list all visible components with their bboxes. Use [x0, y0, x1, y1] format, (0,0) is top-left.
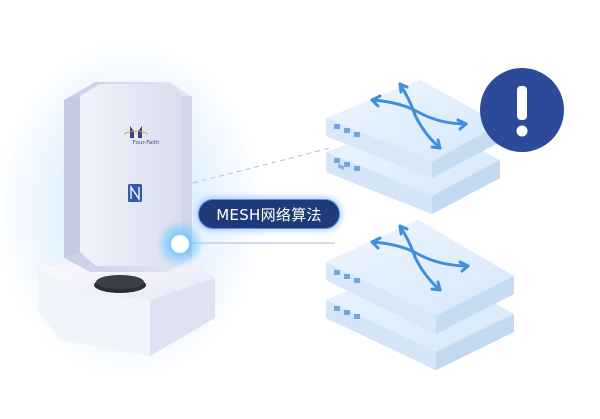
- mesh-algorithm-label-text: MESH网络算法: [216, 205, 322, 224]
- mesh-algorithm-label: MESH网络算法: [198, 199, 340, 229]
- router-device: [64, 82, 192, 272]
- exclamation-icon: [516, 86, 528, 137]
- lower-mesh-node: [326, 220, 514, 370]
- dashed-link-line: [192, 147, 331, 184]
- nfc-icon: [128, 184, 142, 202]
- brand-logo-icon: [123, 126, 149, 138]
- brand-name: Four-Faith: [132, 140, 160, 146]
- signal-dot: [171, 235, 189, 253]
- crossed-arrows-icon: [370, 82, 468, 150]
- alert-badge: [480, 68, 564, 152]
- crossed-arrows-icon: [370, 224, 470, 292]
- upper-mesh-node: [326, 80, 500, 214]
